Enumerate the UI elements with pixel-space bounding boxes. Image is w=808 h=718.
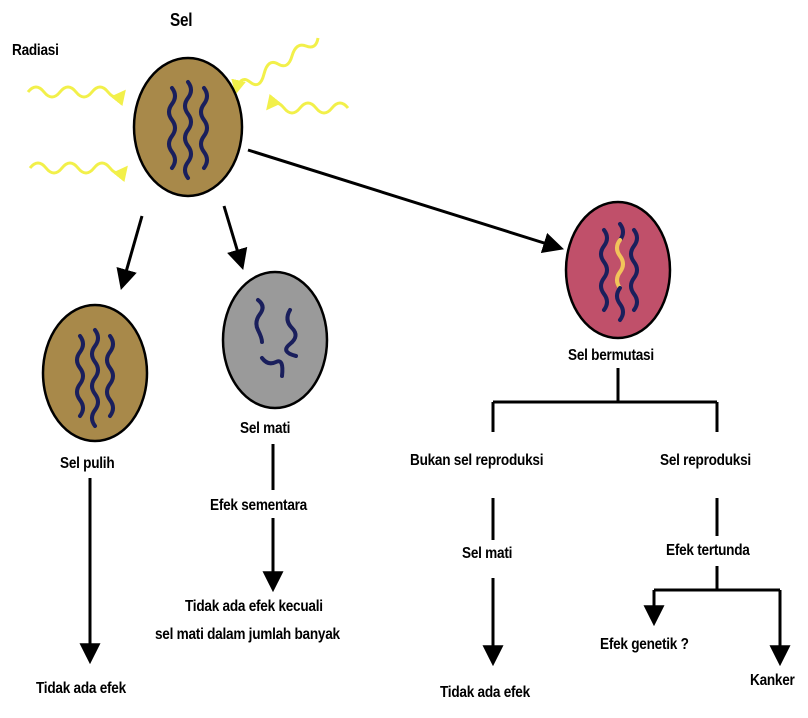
- label-sel-mati-1: Sel mati: [240, 420, 290, 438]
- cell-original: [134, 58, 242, 196]
- radiation-wave-3: [236, 38, 318, 92]
- label-tidak-ada-efek-2: Tidak ada efek: [440, 684, 530, 702]
- radiation-wave-4: [268, 103, 348, 113]
- radiation-wave-1: [28, 87, 124, 97]
- label-bukan-sel-reproduksi: Bukan sel reproduksi: [410, 452, 543, 470]
- label-radiasi: Radiasi: [12, 42, 59, 60]
- label-tidak-ada-efek-kecuali: Tidak ada efek kecuali: [185, 598, 323, 616]
- arrow-to-dead: [224, 206, 242, 266]
- radiation-wave-2: [30, 163, 126, 173]
- label-tidak-ada-efek-1: Tidak ada efek: [36, 680, 126, 698]
- label-kanker: Kanker: [750, 672, 795, 690]
- cell-mutated: [566, 202, 670, 338]
- cell-recovered: [43, 305, 147, 441]
- label-sel-pulih: Sel pulih: [60, 455, 114, 473]
- label-efek-tertunda: Efek tertunda: [666, 542, 750, 560]
- connectors: [90, 150, 780, 662]
- label-sel-bermutasi: Sel bermutasi: [568, 347, 654, 365]
- label-sel-mati-2: Sel mati: [462, 545, 512, 563]
- label-sel-reproduksi: Sel reproduksi: [660, 452, 751, 470]
- cell-dead: [223, 272, 327, 408]
- label-efek-genetik: Efek genetik ?: [600, 636, 689, 654]
- label-sel-mati-jumlah-banyak: sel mati dalam jumlah banyak: [155, 626, 340, 644]
- label-efek-sementara: Efek sementara: [210, 497, 307, 515]
- arrow-to-mutated: [248, 150, 560, 248]
- arrow-to-recovered: [122, 216, 142, 286]
- label-sel: Sel: [170, 10, 192, 31]
